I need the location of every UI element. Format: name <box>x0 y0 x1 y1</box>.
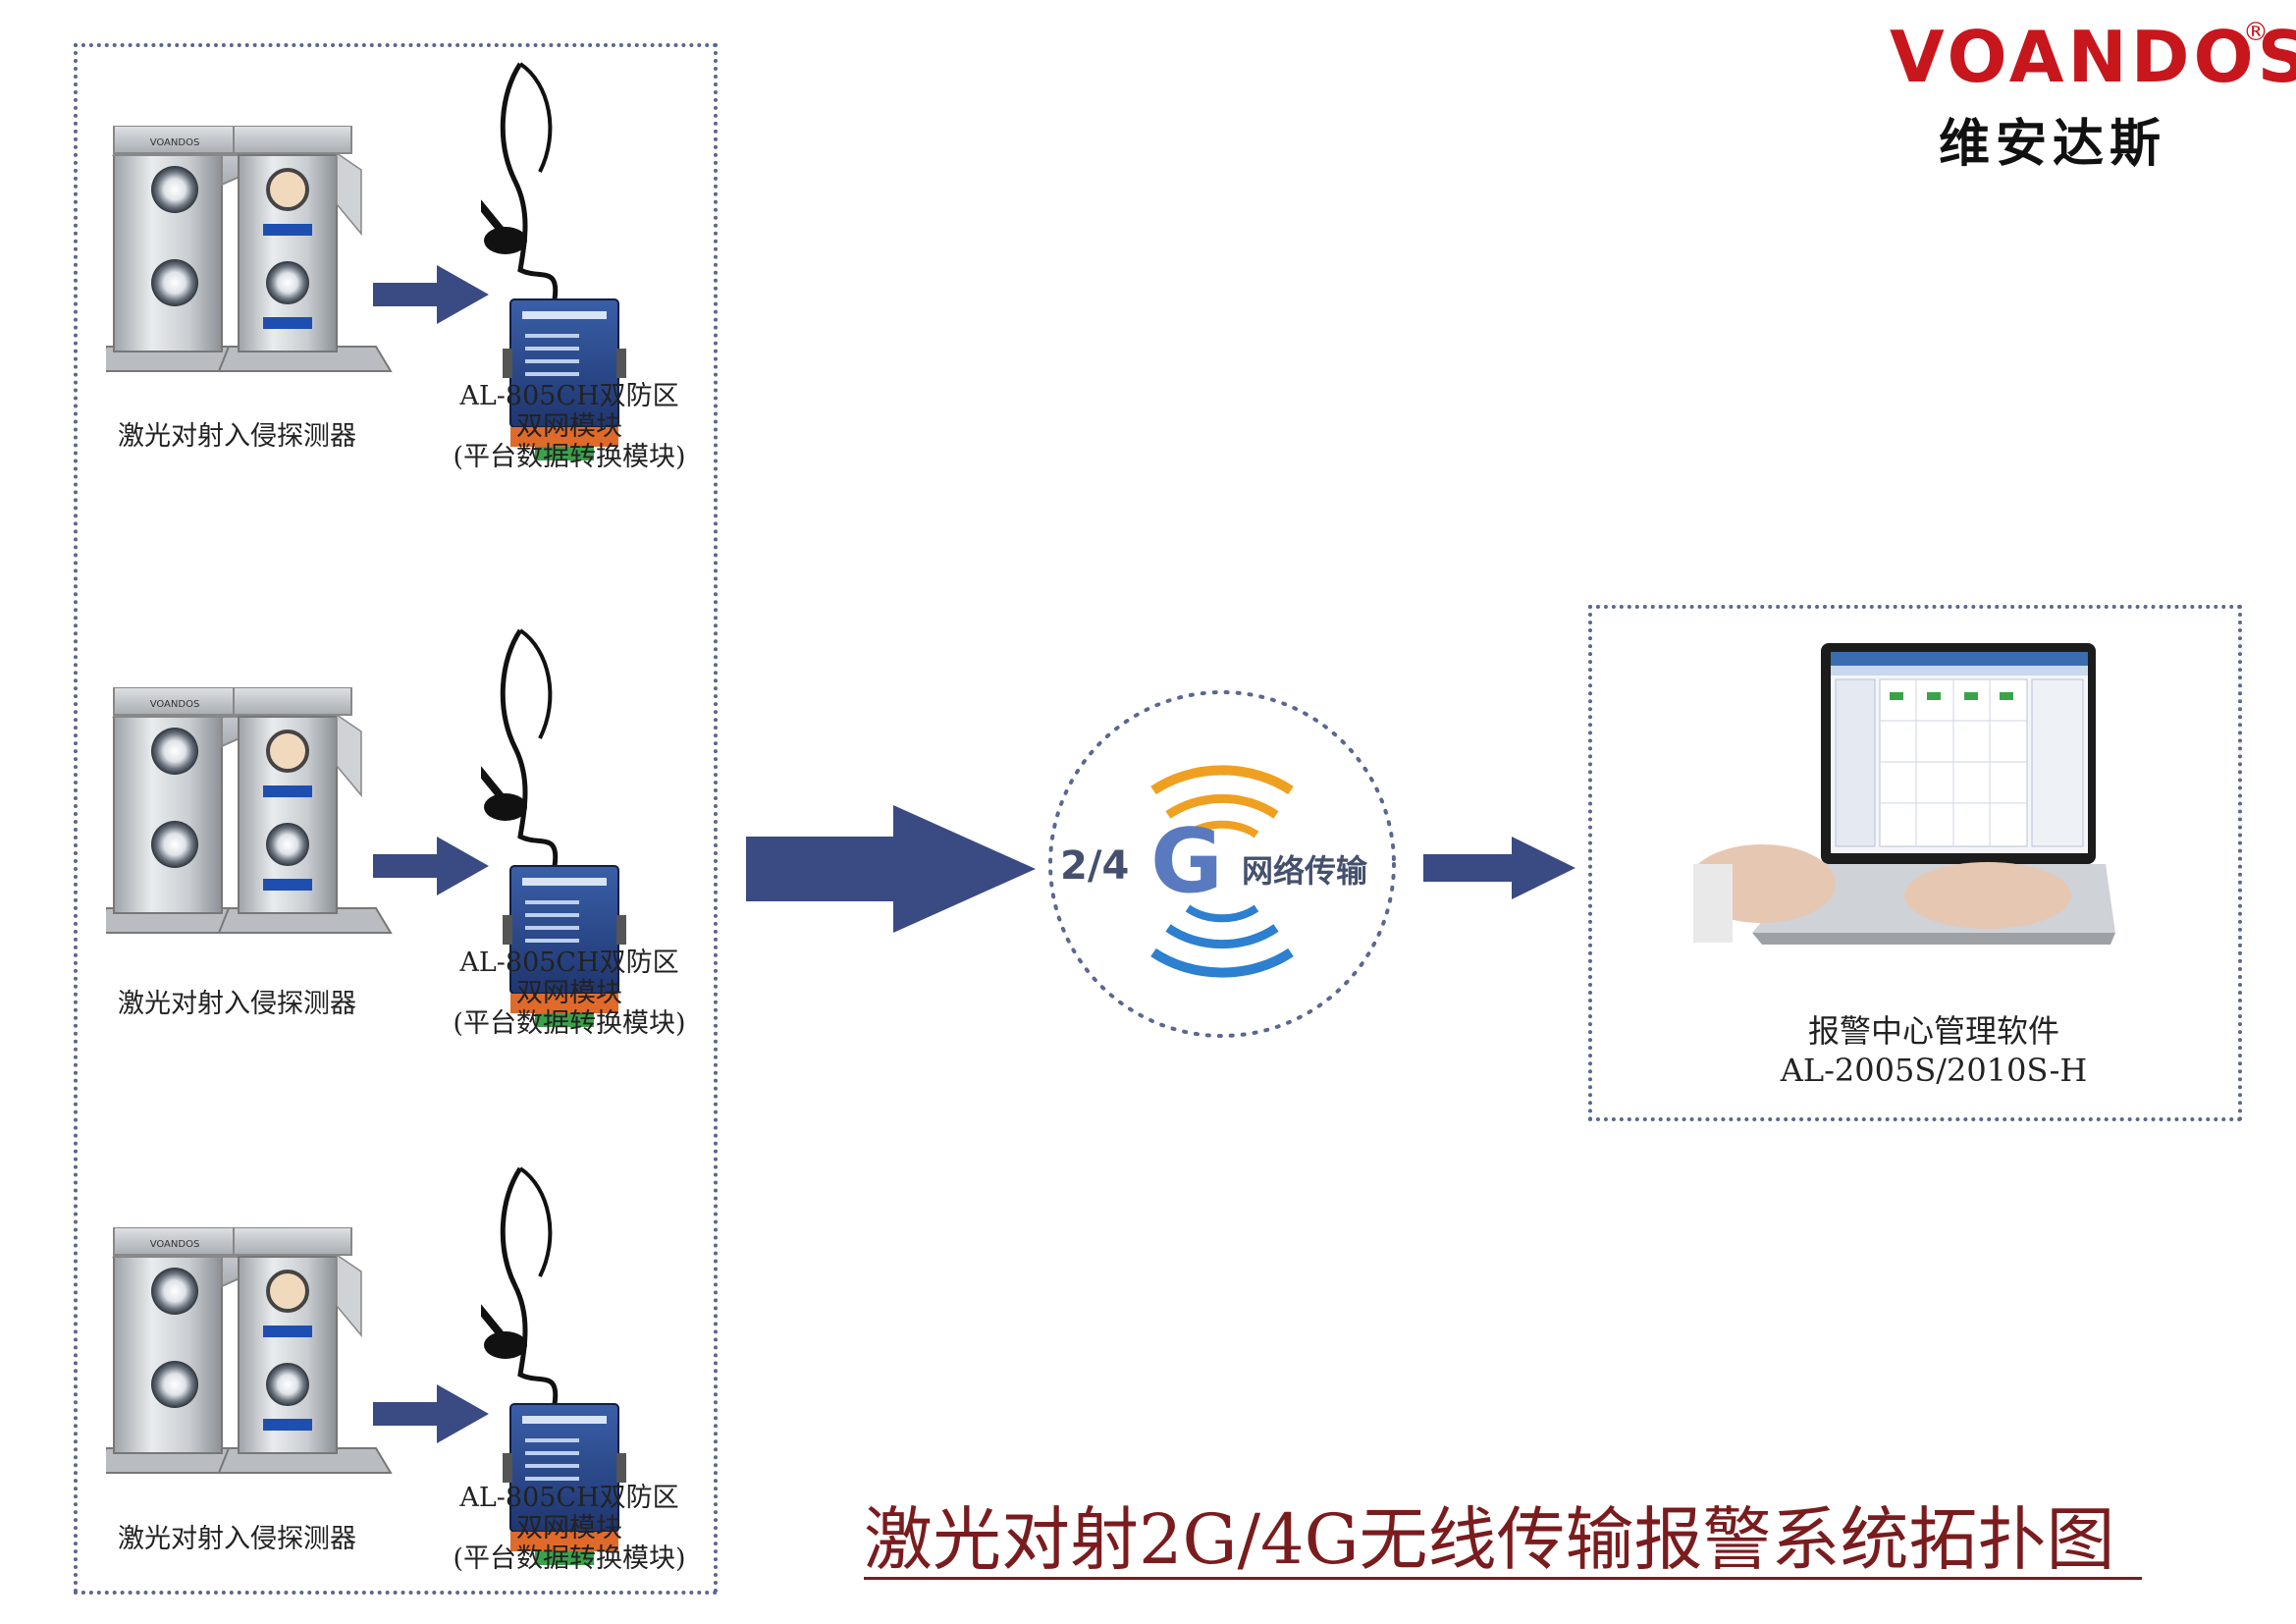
arrow-network-to-center <box>1423 837 1575 899</box>
module-model-2: AL-805CH双防区 <box>459 947 679 978</box>
module-label-1: AL-805CH双防区 双网模块 (平台数据转换模块) <box>442 381 697 472</box>
network-transmission-icon: 2/4 G 网络传输 <box>1048 690 1396 1038</box>
module-desc-3: (平台数据转换模块) <box>453 1543 686 1574</box>
laser-detector-pair-3 <box>106 1227 393 1475</box>
module-type-3: 双网模块 <box>516 1513 622 1543</box>
alarm-center-label: 报警中心管理软件 AL-2005S/2010S-H <box>1669 1011 2199 1090</box>
detector-group-container <box>74 43 718 1595</box>
title-underline <box>864 1577 2142 1580</box>
arrow-modules-to-network <box>746 805 1036 933</box>
arrow-detector-to-module-1 <box>373 265 489 324</box>
laser-detector-pair-1 <box>106 126 393 373</box>
network-generation-text: 2/4 <box>1060 843 1129 889</box>
network-label: 网络传输 <box>1242 852 1368 890</box>
alarm-center-container <box>1588 605 2242 1121</box>
brand-logo-cn: 维安达斯 <box>1939 115 2167 174</box>
alarm-center-name: 报警中心管理软件 <box>1807 1012 2059 1050</box>
module-desc-1: (平台数据转换模块) <box>453 442 686 472</box>
module-type-2: 双网模块 <box>516 978 622 1008</box>
arrow-detector-to-module-2 <box>373 837 489 895</box>
registered-mark: ® <box>2243 18 2269 47</box>
brand-logo-en: VOANDOS <box>1890 16 2296 98</box>
detector-label-1: 激光对射入侵探测器 <box>118 421 356 452</box>
laptop-with-software <box>1693 643 2115 945</box>
laser-detector-pair-2 <box>106 687 393 935</box>
detector-label-2: 激光对射入侵探测器 <box>118 989 356 1019</box>
alarm-center-model: AL-2005S/2010S-H <box>1780 1052 2088 1089</box>
module-model-3: AL-805CH双防区 <box>459 1483 679 1513</box>
module-type-1: 双网模块 <box>516 411 622 442</box>
diagram-title: 激光对射2G/4G无线传输报警系统拓扑图 <box>864 1499 2115 1580</box>
module-model-1: AL-805CH双防区 <box>459 381 679 411</box>
module-desc-2: (平台数据转换模块) <box>453 1008 686 1039</box>
module-label-3: AL-805CH双防区 双网模块 (平台数据转换模块) <box>442 1483 697 1574</box>
arrow-detector-to-module-3 <box>373 1384 489 1443</box>
detector-label-3: 激光对射入侵探测器 <box>118 1524 356 1554</box>
network-g-letter: G <box>1150 810 1223 913</box>
module-label-2: AL-805CH双防区 双网模块 (平台数据转换模块) <box>442 947 697 1039</box>
